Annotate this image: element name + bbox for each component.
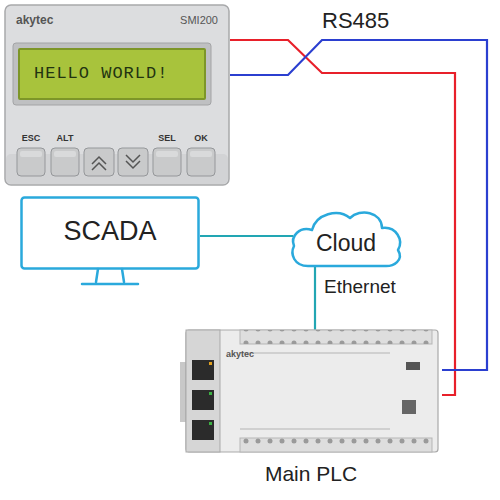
cloud-shape: Cloud <box>288 206 404 268</box>
scada-monitor: SCADA <box>20 196 200 270</box>
edge-label: RS485 <box>320 8 391 34</box>
node-text: OK <box>186 133 216 143</box>
plc-device: akytecMain PLC <box>180 322 442 456</box>
plc-housing <box>180 322 442 456</box>
node-text: HELLO WORLD! <box>34 64 168 83</box>
node-text: Cloud <box>288 230 404 257</box>
edge-label: Ethernet <box>322 276 398 298</box>
rs485-wire <box>230 40 455 395</box>
node-text: SCADA <box>20 216 200 247</box>
hmi-button: OK <box>186 130 216 178</box>
hmi-button: ALT <box>50 130 80 178</box>
node-text: akytec <box>16 13 53 27</box>
rs485-wire <box>230 40 487 370</box>
node-text: ESC <box>16 133 46 143</box>
hmi-panel: akytec SMI200HELLO WORLD! ESC ALT SEL OK <box>4 4 230 186</box>
ethernet-link <box>314 266 316 331</box>
hmi-button: ESC <box>16 130 46 178</box>
ethernet-link <box>200 235 293 237</box>
lcd-display: HELLO WORLD! <box>18 48 206 100</box>
node-text: ALT <box>50 133 80 143</box>
hmi-button: SEL <box>152 130 182 178</box>
node-text: akytec <box>226 349 254 359</box>
node-text: Main PLC <box>180 462 442 486</box>
node-text: SEL <box>152 133 182 143</box>
node-text: SMI200 <box>180 14 218 26</box>
